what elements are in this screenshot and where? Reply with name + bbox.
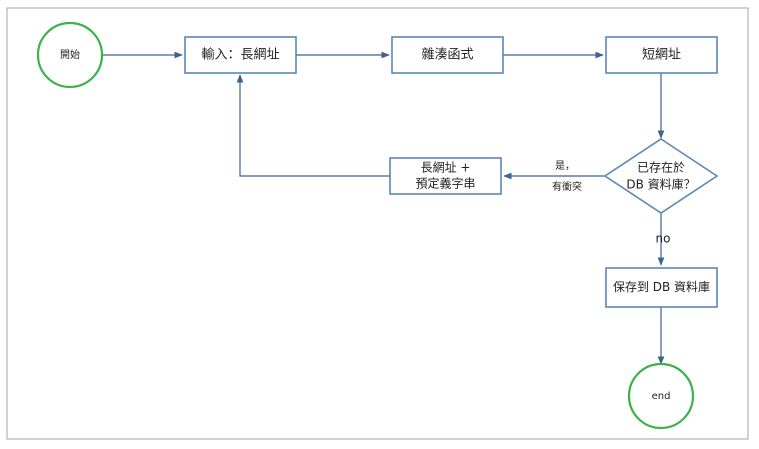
short-url-node [605, 36, 718, 74]
exists-check-label-line2: DB 資料庫？ [626, 178, 695, 192]
retry-label-line1: 長網址 + [421, 161, 471, 175]
save-node [605, 267, 718, 308]
hash-label: 雜湊函式 [421, 48, 473, 63]
hash-node [391, 36, 504, 74]
yes-collision-label-line1: 是， [555, 160, 575, 172]
input-label: 輸入：長網址 [201, 48, 279, 63]
end-label: end [652, 391, 671, 402]
input-node [184, 36, 297, 74]
yes-collision-label-line2: 有衝突 [552, 180, 582, 193]
end-node [627, 362, 695, 430]
no-label: no [656, 232, 671, 246]
exists-check-label-line1: 已存在於 [637, 160, 685, 175]
start-node [36, 21, 104, 89]
retry-node [389, 157, 502, 195]
retry-label-line2: 預定義字串 [415, 176, 475, 191]
short-url-label: 短網址 [642, 48, 681, 63]
save-label: 保存到 DB 資料庫 [613, 280, 710, 294]
exists-check-node [603, 138, 719, 214]
diagram-frame [6, 7, 749, 440]
edge-retry-to-input [236, 74, 390, 177]
start-label: 開始 [60, 48, 80, 61]
